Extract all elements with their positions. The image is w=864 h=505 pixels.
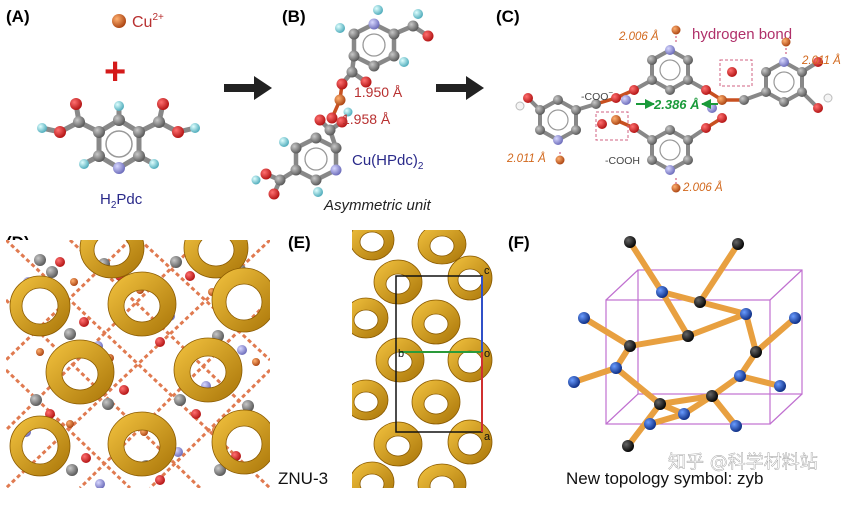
distance-top-right: 2.011 Å bbox=[801, 54, 841, 67]
panel-c-label: (C) bbox=[496, 7, 520, 26]
carboxylate-label: -COO− bbox=[581, 88, 613, 103]
distance-bottom-left: 2.011 Å bbox=[506, 152, 546, 165]
panel-b-label: (B) bbox=[282, 7, 306, 26]
center-hydrogen-bond-arrow: 2.386 Å bbox=[636, 97, 718, 112]
hydrogen-bond-network-atoms bbox=[515, 25, 833, 193]
h2pdc-molecule bbox=[39, 101, 198, 171]
panel-a-label: (A) bbox=[6, 7, 30, 26]
axis-c-label: c bbox=[484, 265, 490, 277]
panel-f: (F) bbox=[508, 233, 803, 488]
panel-e: (E) bbox=[288, 230, 493, 488]
plus-sign: + bbox=[104, 51, 126, 93]
topology-nodes bbox=[568, 236, 801, 452]
unit-cell-box bbox=[395, 275, 483, 433]
axis-b-label: b bbox=[398, 348, 404, 360]
hydrogen-bond-boxes bbox=[595, 59, 753, 141]
watermark: 知乎 @科学材料站 bbox=[668, 452, 818, 473]
znu3-packing-view bbox=[6, 240, 270, 488]
formula-label: Cu(HPdc)2 bbox=[352, 152, 424, 172]
copper-ion-label: Cu2+ bbox=[132, 12, 164, 31]
panel-d: (D) bbox=[6, 233, 328, 488]
asymmetric-unit-caption: Asymmetric unit bbox=[323, 197, 432, 214]
carboxylic-acid-label: -COOH bbox=[605, 155, 640, 167]
panel-b: (B) bbox=[251, 5, 434, 214]
pore-surfaces bbox=[9, 240, 270, 477]
distance-top-left: 2.006 Å bbox=[618, 30, 659, 43]
axis-a-label: a bbox=[484, 431, 491, 443]
distance-center: 2.386 Å bbox=[653, 97, 700, 112]
copper-ion-atom bbox=[112, 14, 126, 28]
distance-bottom-right: 2.006 Å bbox=[682, 181, 723, 194]
hydrogen-bond-title: hydrogen bond bbox=[692, 26, 792, 43]
unit-cell-packing-view bbox=[352, 230, 493, 488]
h2pdc-label: H2Pdc bbox=[100, 191, 143, 211]
bond-length-2: 1.958 Å bbox=[342, 111, 391, 127]
asymmetric-unit-atoms bbox=[251, 5, 434, 200]
h2pdc-atoms bbox=[37, 98, 200, 174]
arrow-b-to-c bbox=[436, 76, 484, 100]
topology-caption: New topology symbol: zyb bbox=[566, 469, 763, 488]
axis-origin-label: o bbox=[484, 348, 490, 360]
bond-length-1: 1.950 Å bbox=[354, 84, 403, 100]
znu3-caption: ZNU-3 bbox=[278, 469, 328, 488]
panel-f-label: (F) bbox=[508, 233, 530, 252]
arrow-a-to-b bbox=[224, 76, 272, 100]
panel-a: (A) Cu2+ + H2Pdc bbox=[6, 7, 200, 211]
panel-c: (C) hydrogen bond bbox=[496, 7, 841, 194]
panel-e-label: (E) bbox=[288, 233, 311, 252]
